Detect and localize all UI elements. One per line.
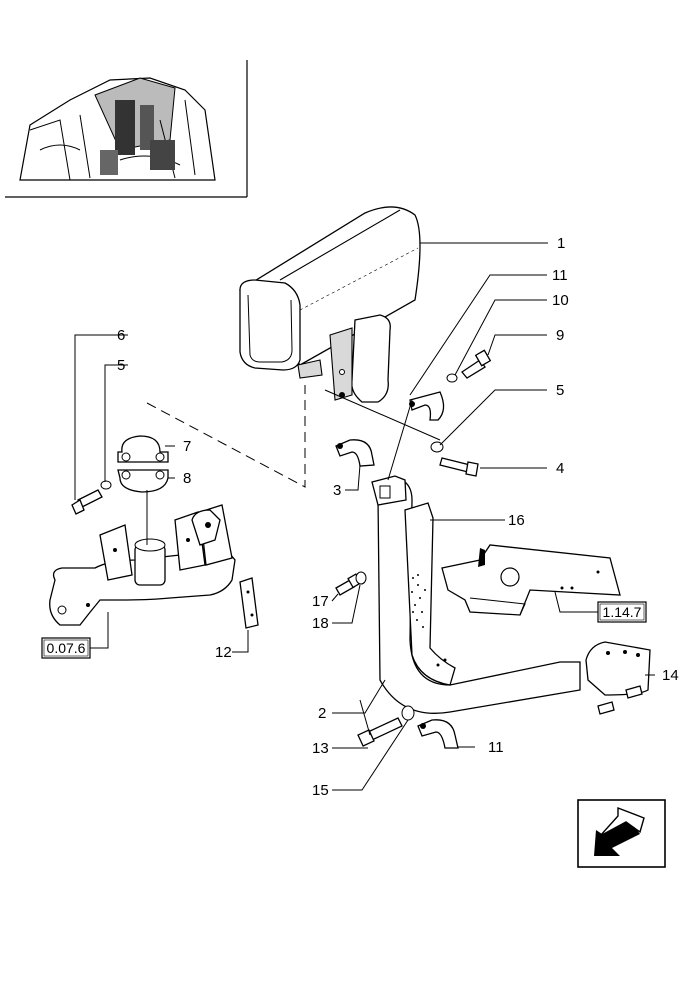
clamp-part-11b: [417, 719, 459, 749]
clamp-part-3: [335, 439, 375, 467]
deflector-plate-part-14: [585, 641, 651, 715]
callout-6: 6: [117, 327, 125, 344]
callout-11: 11: [552, 267, 568, 284]
callout-1: 1: [557, 235, 565, 252]
callout-8: 8: [183, 470, 191, 487]
callout-16: 16: [508, 512, 525, 529]
reference-box-manifold[interactable]: 0.07.6: [41, 637, 91, 659]
bolt-part-4: [439, 457, 479, 477]
washer-part-18: [355, 571, 367, 585]
callout-18: 18: [312, 615, 329, 632]
callout-leaders: [74, 242, 655, 791]
spacer-part-12: [239, 577, 259, 629]
bolt-part-9: [461, 349, 492, 379]
arrow-back-icon[interactable]: [577, 799, 666, 868]
callout-13: 13: [312, 740, 329, 757]
screw-part-17: [335, 573, 362, 596]
assembly-line-lower: [359, 699, 371, 736]
callout-12: 12: [215, 644, 232, 661]
clamp-part-11: [409, 391, 445, 421]
assembly-line-pipe: [387, 399, 413, 481]
assembly-line-manifold-to-silencer: [146, 385, 306, 488]
reference-label-hood-bracket: 1.14.7: [603, 604, 642, 620]
callout-4: 4: [556, 460, 564, 477]
heat-shield-part-16: [404, 502, 456, 686]
clamp-part-8: [117, 469, 169, 493]
callout-9: 9: [556, 327, 564, 344]
callout-7: 7: [183, 438, 191, 455]
clamp-part-7: [117, 435, 169, 463]
locator-inset: [5, 60, 248, 198]
silencer-part-1: [239, 206, 421, 403]
washer-part-15: [401, 705, 415, 721]
callout-10: 10: [552, 292, 569, 309]
callout-2: 2: [318, 705, 326, 722]
reference-box-hood-bracket[interactable]: 1.14.7: [597, 601, 647, 623]
callout-17: 17: [312, 593, 329, 610]
reference-label-manifold: 0.07.6: [47, 640, 86, 656]
exhaust-manifold: [49, 504, 236, 626]
hood-bracket-assembly: [441, 544, 621, 616]
assembly-line-bolt: [324, 389, 441, 441]
callout-11-lower: 11: [488, 739, 504, 756]
callout-5-right: 5: [556, 382, 564, 399]
washer-part-10: [446, 373, 458, 383]
bolt-part-6: [71, 489, 103, 515]
callout-5-left: 5: [117, 357, 125, 374]
exhaust-pipe-part-2: [371, 475, 581, 714]
washer-part-5: [100, 480, 112, 490]
callout-3: 3: [333, 482, 341, 499]
callout-14: 14: [662, 667, 679, 684]
bolt-part-13: [357, 717, 403, 747]
callout-15: 15: [312, 782, 329, 799]
